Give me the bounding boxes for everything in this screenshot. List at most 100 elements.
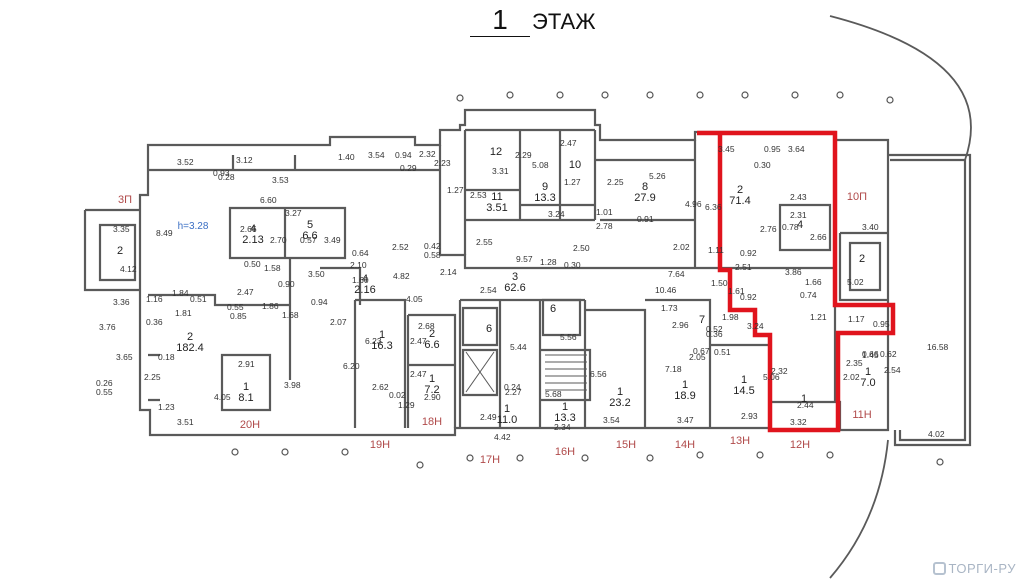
dimension-label: 3.50 xyxy=(308,269,325,279)
dimension-label: 0.28 xyxy=(218,172,235,182)
dimension-label: 0.64 xyxy=(352,248,369,258)
dimension-label: 2.05 xyxy=(689,352,706,362)
unit-label: 20Н xyxy=(240,419,260,431)
dimension-label: 5.44 xyxy=(510,342,527,352)
dimension-label: 2.32 xyxy=(419,149,436,159)
dimension-label: 3.76 xyxy=(99,322,116,332)
dimension-label: 2.47 xyxy=(410,369,427,379)
dimension-label: 2.78 xyxy=(596,221,613,231)
dimension-label: 1.01 xyxy=(596,207,613,217)
dimension-label: 1.50 xyxy=(711,278,728,288)
torgi-logo-icon xyxy=(932,562,946,575)
dimension-label: 0.67 xyxy=(693,346,710,356)
dimension-label: 0.52 xyxy=(706,324,723,334)
room-label: 4 xyxy=(797,219,803,231)
dimension-label: 0.95 xyxy=(873,319,890,329)
room-label: 2 xyxy=(117,245,123,257)
room-label: 7 xyxy=(699,314,705,326)
dimension-label: 0.36 xyxy=(146,317,163,327)
dimension-label: 3.64 xyxy=(788,144,805,154)
dimension-label: 2.91 xyxy=(238,359,255,369)
dimension-label: 0.29 xyxy=(400,163,417,173)
dimension-label: 1.11 xyxy=(708,245,724,255)
dimension-label: 2.25 xyxy=(144,372,161,382)
dimension-label: 0.36 xyxy=(706,329,723,339)
dimension-label: 0.26 xyxy=(96,378,113,388)
dimension-label: 3.52 xyxy=(177,157,194,167)
dimension-label: 0.55 xyxy=(227,302,244,312)
dimension-label: 1.16 xyxy=(146,294,163,304)
room-label: 12 xyxy=(490,146,502,158)
dimension-label: 2.49 xyxy=(480,412,497,422)
dimension-label: 10.46 xyxy=(655,285,677,295)
dimension-label: 2.54 xyxy=(884,365,901,375)
stair-treads xyxy=(465,351,587,393)
dimension-label: 0.66 xyxy=(862,349,879,359)
dimension-label: 1.66 xyxy=(805,277,822,287)
dimension-label: 5.08 xyxy=(532,160,549,170)
dimension-label: 2.43 xyxy=(790,192,807,202)
dimension-label: 1.40 xyxy=(338,152,355,162)
dimension-label: 1.58 xyxy=(264,263,281,273)
watermark: ТОРГИ-РУ xyxy=(932,561,1017,576)
floor-word: ЭТАЖ xyxy=(532,9,596,34)
room-label: 6 xyxy=(550,303,556,315)
dimension-label: 2.02 xyxy=(673,242,690,252)
dimension-label: 5.68 xyxy=(545,389,562,399)
room-label: 1 xyxy=(801,393,807,405)
dimension-label: 2.62 xyxy=(372,382,389,392)
dimension-label: 2.23 xyxy=(434,158,451,168)
dimension-label: 5.02 xyxy=(847,277,864,287)
unit-label: 15Н xyxy=(616,439,636,451)
dimension-label: 0.94 xyxy=(395,150,412,160)
dimension-label: 1.68 xyxy=(282,310,299,320)
dimension-label: 3.32 xyxy=(790,417,807,427)
dimension-label: 1.23 xyxy=(158,402,175,412)
unit-label: 12Н xyxy=(790,439,810,451)
dimension-label: 4.05 xyxy=(214,392,231,402)
dimension-label: 2.55 xyxy=(476,237,493,247)
dimension-label: 2.32 xyxy=(771,366,788,376)
dimension-label: 0.18 xyxy=(158,352,175,362)
dimension-label: 1.84 xyxy=(172,288,189,298)
dimension-label: 2.10 xyxy=(350,260,367,270)
dimension-label: 2.68 xyxy=(418,321,435,331)
dimension-label: 0.42 xyxy=(424,241,441,251)
dimension-label: 1.98 xyxy=(722,312,739,322)
dimension-label: 2.27 xyxy=(505,387,522,397)
dimension-label: 3.65 xyxy=(116,352,133,362)
dimension-label: 6.23 xyxy=(365,336,382,346)
dimension-label: 16.58 xyxy=(927,342,949,352)
dimension-label: 0.62 xyxy=(880,349,897,359)
dimension-label: 1.86 xyxy=(262,301,279,311)
dimension-label: 3.98 xyxy=(284,380,301,390)
dimension-label: 5.56 xyxy=(560,332,577,342)
dimension-label: 2.02 xyxy=(843,372,860,382)
dimension-label: 0.78 xyxy=(782,222,799,232)
dimension-label: 5.06 xyxy=(763,372,780,382)
unit-label: 14Н xyxy=(675,439,695,451)
unit-label: 19Н xyxy=(370,439,390,451)
dimension-label: 2.51 xyxy=(735,262,752,272)
unit-labels: 3П 10П 11Н 12Н 13Н 14Н 15Н 16Н 17Н 18Н 1… xyxy=(118,191,872,466)
dimension-label: 4.42 xyxy=(494,432,511,442)
dimension-label: 1.27 xyxy=(564,177,581,187)
dimension-label: 4.82 xyxy=(393,271,410,281)
dimension-label: 2.90 xyxy=(424,392,441,402)
dimension-label: 2.47 xyxy=(237,287,254,297)
dimension-label: 0.51 xyxy=(714,347,731,357)
dimension-label: 3.45 xyxy=(718,144,735,154)
dimension-label: 4.12 xyxy=(120,264,137,274)
dimension-label: 1.45 xyxy=(862,350,879,360)
dimension-label: 0.57 xyxy=(300,235,317,245)
dimension-label: 2.47 xyxy=(410,336,427,346)
dimension-label: 2.50 xyxy=(573,243,590,253)
dimension-label: 0.94 xyxy=(311,297,328,307)
